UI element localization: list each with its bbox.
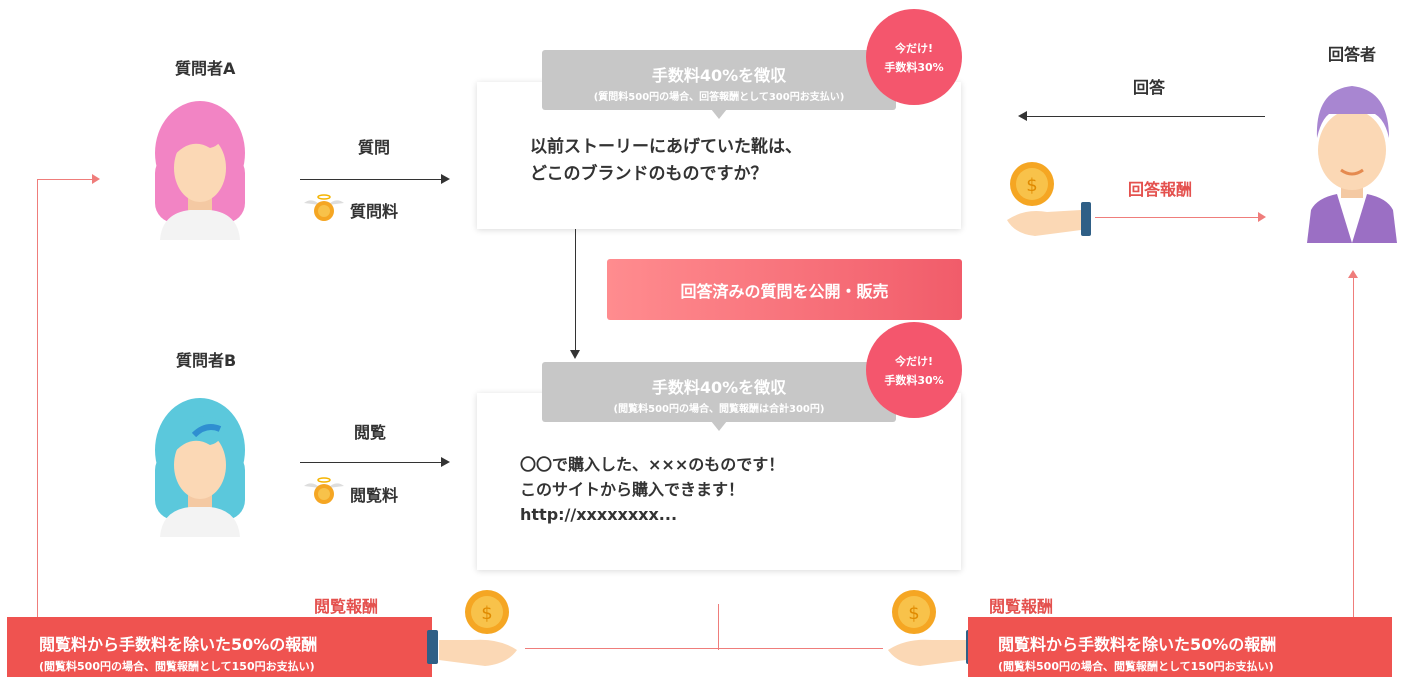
question-flow-label: 質問: [358, 138, 391, 157]
view-reward-heading-right: 閲覧報酬: [989, 597, 1054, 616]
answer-text: 〇〇で購入した、×××のものです！ このサイトから購入できます！ http://…: [520, 455, 785, 524]
reward-box-left: 閲覧料から手数料を除いた50%の報酬 (閲覧料500円の場合、閲覧報酬として15…: [7, 617, 432, 677]
question-fee-label: 質問料: [350, 202, 399, 221]
questioner-a-label: 質問者A: [175, 59, 236, 78]
view-fee-label: 閲覧料: [350, 486, 399, 505]
avatar-purple-man: [1307, 86, 1397, 243]
hand-coin-icon: $: [888, 590, 977, 666]
answer-fee-title: 手数料40%を徴収: [651, 378, 787, 397]
answer-reward-label: 回答報酬: [1128, 180, 1193, 199]
hand-coin-icon: $: [427, 590, 517, 666]
answer-flow-label: 回答: [1133, 78, 1166, 97]
questioner-b-label: 質問者B: [176, 351, 237, 370]
svg-text:$: $: [908, 603, 919, 624]
svg-text:$: $: [481, 603, 492, 624]
answerer-label: 回答者: [1328, 45, 1377, 64]
question-fee-bubble: 手数料40%を徴収 (質問料500円の場合、回答報酬として300円お支払い): [542, 50, 896, 119]
view-reward-heading-left: 閲覧報酬: [314, 597, 379, 616]
avatar-pink-woman: [155, 101, 245, 240]
hand-coin-icon: $: [1007, 162, 1091, 236]
winged-coin-icon: [304, 194, 344, 221]
question-fee-title: 手数料40%を徴収: [651, 66, 787, 85]
question-discount-badge: 今だけ! 手数料30%: [866, 9, 962, 105]
question-text: 以前ストーリーにあげていた靴は、 どこのブランドのものですか？: [530, 137, 802, 184]
answer-fee-bubble: 手数料40%を徴収 (閲覧料500円の場合、閲覧報酬は合計300円): [542, 362, 896, 431]
answer-fee-sub: (閲覧料500円の場合、閲覧報酬は合計300円): [613, 404, 825, 415]
view-flow-label: 閲覧: [354, 423, 387, 442]
answer-discount-badge: 今だけ! 手数料30%: [866, 322, 962, 418]
reward-box-right: 閲覧料から手数料を除いた50%の報酬 (閲覧料500円の場合、閲覧報酬として15…: [968, 617, 1392, 677]
question-fee-sub: (質問料500円の場合、回答報酬として300円お支払い): [593, 92, 845, 103]
avatar-cyan-woman: [155, 398, 245, 537]
publish-banner: 回答済みの質問を公開・販売: [607, 259, 962, 320]
svg-text:$: $: [1026, 175, 1037, 196]
winged-coin-icon: [304, 477, 344, 504]
